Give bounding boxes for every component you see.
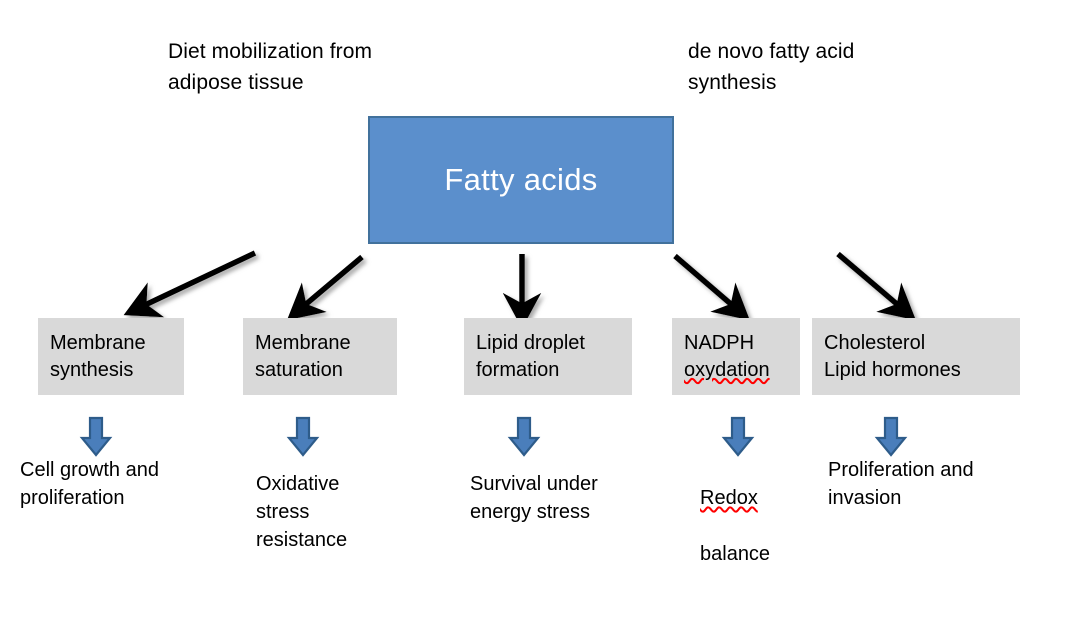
outcome-label-nadph-oxydation: Redox balance <box>700 456 810 568</box>
process-box-line-2: oxydation <box>684 358 770 381</box>
down-block-arrow-icon-membrane-saturation <box>286 416 320 457</box>
process-box-line-1: Membrane <box>255 331 351 354</box>
source-label-diet-mobilization: Diet mobilization from adipose tissue <box>168 40 373 94</box>
source-label-de-novo-synthesis: de novo fatty acid synthesis <box>688 40 855 94</box>
process-box-line-2: saturation <box>255 358 343 381</box>
process-box-line-1: Cholesterol <box>824 331 926 354</box>
down-block-arrow-icon-cholesterol-lipid-hormones <box>874 416 908 457</box>
process-box-cholesterol-lipid-hormones[interactable]: Cholesterol Lipid hormones <box>812 318 1020 395</box>
outcome-label-membrane-synthesis: Cell growth and proliferation <box>20 459 159 509</box>
process-box-line-2: Lipid hormones <box>824 358 961 381</box>
down-block-arrow-icon-nadph-oxydation <box>721 416 755 457</box>
outcome-label-cholesterol-lipid-hormones: Proliferation and invasion <box>828 459 974 509</box>
process-box-membrane-synthesis[interactable]: Membrane synthesis <box>38 318 184 395</box>
connector-arrow-cholesterol-lipid-hormones <box>836 251 917 321</box>
connector-arrow-nadph-oxydation <box>673 253 750 321</box>
main-node-fatty-acids[interactable]: Fatty acids <box>368 116 674 244</box>
process-box-lipid-droplet-formation[interactable]: Lipid droplet formation <box>464 318 632 395</box>
process-box-nadph-oxydation[interactable]: NADPH oxydation <box>672 318 800 395</box>
outcome-label-membrane-saturation: Oxidative stress resistance <box>256 473 348 551</box>
down-block-arrow-icon-membrane-synthesis <box>79 416 113 457</box>
process-box-membrane-saturation[interactable]: Membrane saturation <box>243 318 397 395</box>
outcome-line-redox: Redox <box>700 487 758 509</box>
main-node-label: Fatty acids <box>444 162 598 197</box>
process-box-line-1: Membrane <box>50 331 146 354</box>
down-block-arrow-icon-lipid-droplet-formation <box>507 416 541 457</box>
outcome-line-balance: balance <box>700 543 771 565</box>
process-box-line-1: Lipid droplet <box>476 331 585 354</box>
outcome-label-lipid-droplet-formation: Survival under energy stress <box>470 473 598 523</box>
process-box-line-2: formation <box>476 358 560 381</box>
connector-arrow-membrane-synthesis <box>123 250 257 318</box>
process-box-line-2: synthesis <box>50 358 134 381</box>
connector-arrow-membrane-saturation <box>286 254 364 321</box>
process-box-line-1: NADPH <box>684 331 755 354</box>
